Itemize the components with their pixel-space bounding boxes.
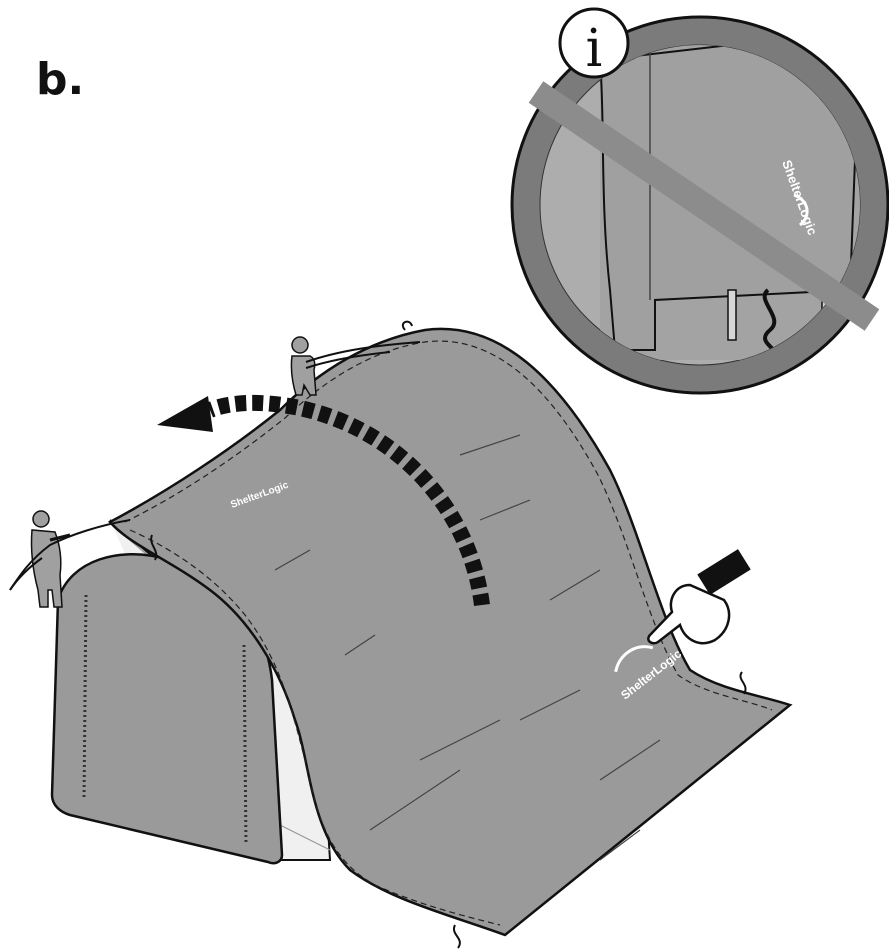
hook-bottom: [454, 925, 460, 948]
info-detail-circle: ShelterLogic: [512, 17, 888, 393]
pointing-hand-icon: [648, 549, 750, 643]
info-badge: i: [560, 9, 628, 79]
info-icon: i: [586, 19, 603, 79]
hook-top: [403, 322, 412, 330]
